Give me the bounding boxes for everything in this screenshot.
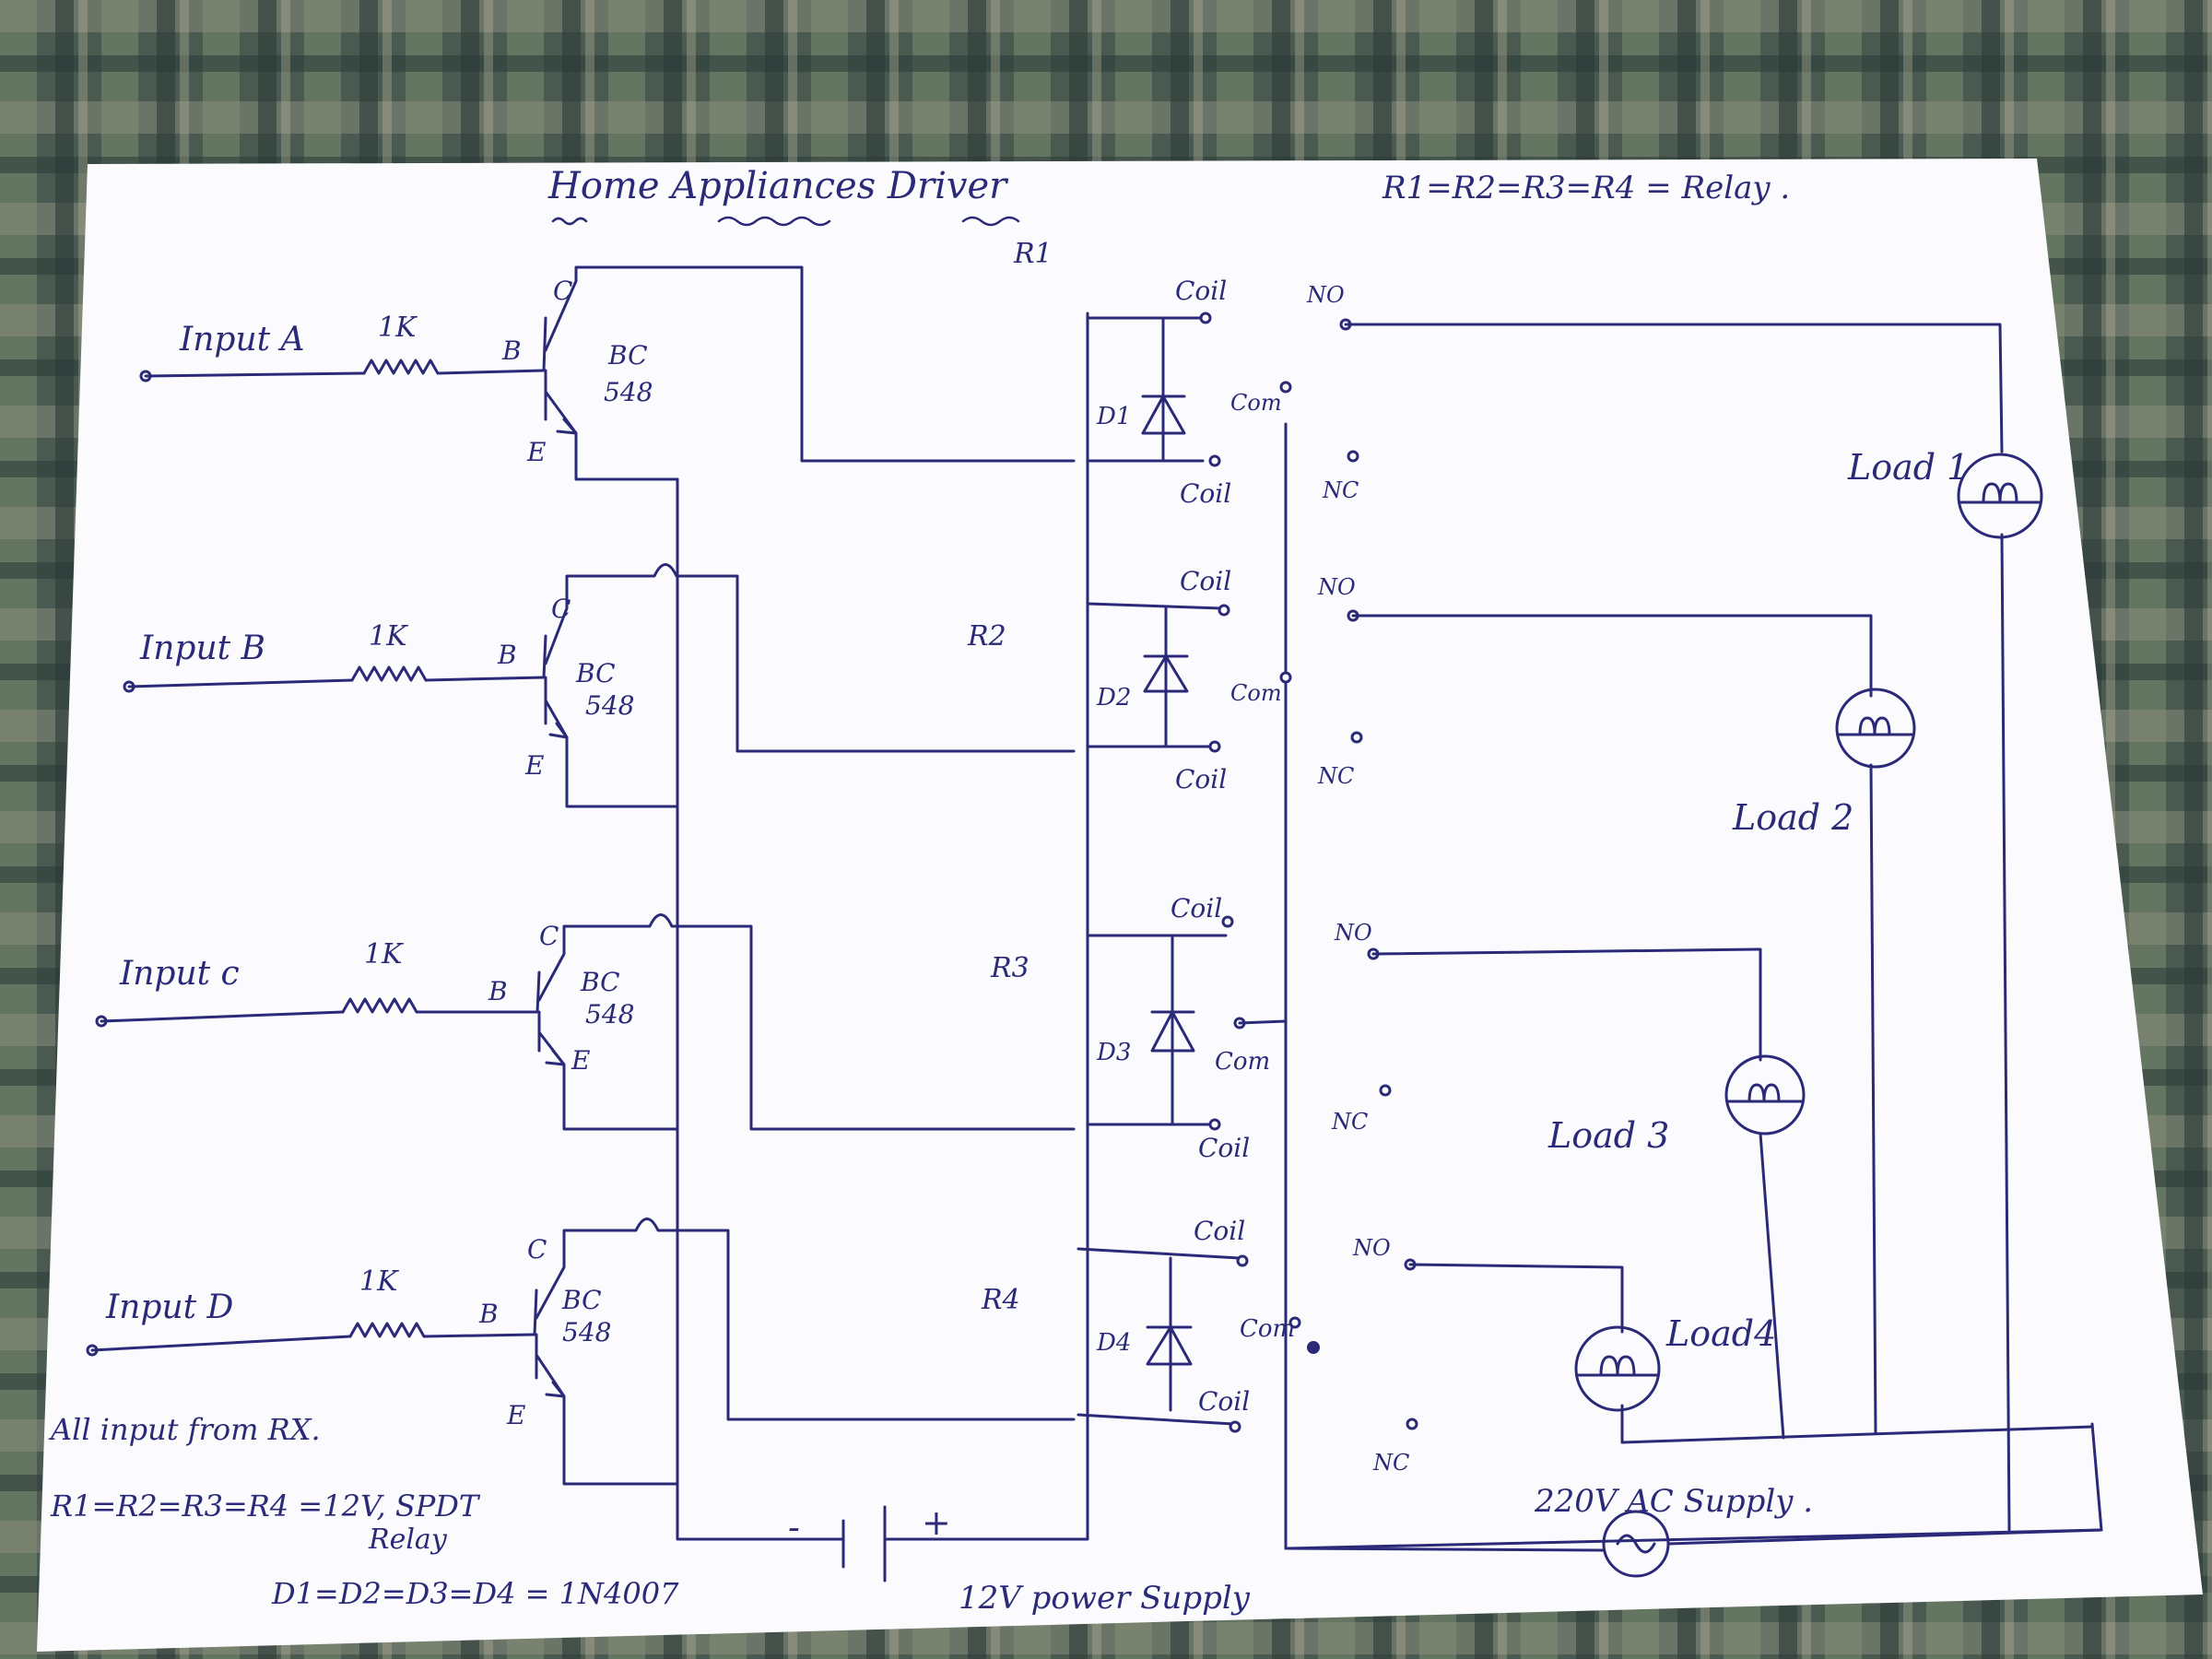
relay-4-nc: NC bbox=[1372, 1450, 1409, 1476]
relay-3-com: Com bbox=[1215, 1048, 1270, 1076]
load-2-wire bbox=[1351, 614, 1877, 1435]
transistor-b-type: BC bbox=[575, 658, 616, 688]
transistor-c-number: 548 bbox=[585, 999, 634, 1030]
header-note: R1=R2=R3=R4 = Relay . bbox=[1382, 170, 1790, 206]
ac-supply-wire bbox=[1284, 1547, 1606, 1552]
input-a-label: Input A bbox=[179, 321, 305, 359]
load-4-wire bbox=[1408, 1263, 2094, 1444]
load-2-label: Load 2 bbox=[1732, 797, 1853, 838]
relay-1: Coil Coil D1 Com NO NC bbox=[1086, 276, 1359, 509]
diode-1-label: D1 bbox=[1096, 403, 1131, 430]
relay-label-r2: R2 bbox=[967, 620, 1006, 653]
base-d-label: B bbox=[478, 1299, 499, 1329]
load-1-wire bbox=[1344, 323, 2011, 1532]
relay-2: Coil Coil D2 Com R2 NO NC bbox=[967, 566, 1363, 794]
load-4-label: Load4 bbox=[1665, 1313, 1776, 1354]
relay-2-coil-bottom: Coil bbox=[1175, 764, 1227, 794]
emitter-b-label: E bbox=[524, 750, 544, 781]
collector-b-label: C bbox=[551, 594, 571, 624]
diode-4-label: D4 bbox=[1096, 1329, 1131, 1357]
ac-source-symbol bbox=[1602, 1510, 2103, 1578]
channel-a: Input A 1K B C E BC 548 bbox=[139, 265, 1076, 481]
diode-2-label: D2 bbox=[1096, 684, 1131, 712]
page-title: Home Appliances Driver bbox=[547, 165, 1009, 207]
base-b-label: B bbox=[497, 640, 517, 670]
collector-c-label: C bbox=[539, 921, 559, 951]
ac-supply-label: 220V AC Supply . bbox=[1534, 1483, 1813, 1520]
emitter-rail bbox=[676, 477, 845, 1541]
relay-1-com: Com bbox=[1230, 390, 1282, 416]
battery-minus-label: - bbox=[788, 1507, 800, 1547]
paper bbox=[37, 159, 2203, 1652]
resistor-a-label: 1K bbox=[378, 312, 418, 344]
diode-3-label: D3 bbox=[1096, 1039, 1131, 1066]
transistor-a-number: 548 bbox=[604, 377, 653, 407]
input-note: All input from RX. bbox=[48, 1412, 321, 1447]
collector-d-label: C bbox=[527, 1234, 547, 1265]
relay-label-r3: R3 bbox=[990, 952, 1030, 984]
relay-3-no: NO bbox=[1334, 920, 1372, 946]
relay-3-nc: NC bbox=[1331, 1109, 1368, 1135]
resistor-d-label: 1K bbox=[359, 1265, 399, 1298]
relay-3-coil-bottom: Coil bbox=[1198, 1133, 1250, 1163]
com-rail bbox=[1284, 422, 2103, 1550]
input-b-label: Input B bbox=[139, 629, 265, 667]
input-c-label: Input c bbox=[119, 955, 240, 993]
relay-spec-line-1: R1=R2=R3=R4 =12V, SPDT bbox=[50, 1488, 481, 1524]
transistor-d-number: 548 bbox=[562, 1317, 611, 1347]
relay-1-no: NO bbox=[1306, 282, 1345, 308]
base-a-label: B bbox=[501, 335, 522, 366]
relay-4: Coil Coil D4 Com R4 NO NC bbox=[981, 1216, 1418, 1476]
relay-2-nc: NC bbox=[1317, 763, 1354, 789]
emitter-c-label: E bbox=[571, 1045, 590, 1076]
relay-1-coil-top: Coil bbox=[1175, 276, 1227, 306]
relay-label-r4: R4 bbox=[981, 1284, 1020, 1316]
relay-spec-line-2: Relay bbox=[368, 1524, 448, 1556]
input-d-label: Input D bbox=[105, 1288, 234, 1326]
load-4-lamp bbox=[1574, 1325, 1661, 1412]
relay-4-com: Com bbox=[1240, 1315, 1295, 1343]
relay-3: Coil Coil D3 Com R3 NO NC bbox=[990, 893, 1392, 1163]
load-3-wire bbox=[1371, 947, 1785, 1440]
collector-a-label: C bbox=[553, 276, 572, 306]
resistor-b-label: 1K bbox=[369, 620, 408, 653]
relay-1-nc: NC bbox=[1322, 477, 1359, 503]
transistor-c-type: BC bbox=[580, 967, 620, 997]
load-3-label: Load 3 bbox=[1547, 1115, 1669, 1156]
battery-plus-label: + bbox=[922, 1502, 951, 1543]
emitter-a-label: E bbox=[526, 437, 546, 467]
load-1-label: Load 1 bbox=[1847, 447, 1969, 488]
relay-2-com: Com bbox=[1230, 680, 1282, 706]
power-supply-label: 12V power Supply bbox=[959, 1580, 1251, 1617]
load-1-lamp bbox=[1957, 453, 2043, 539]
load-3-lamp bbox=[1724, 1054, 1806, 1135]
relay-2-coil-top: Coil bbox=[1180, 566, 1231, 596]
relay-label-r1: R1 bbox=[1013, 238, 1053, 270]
transistor-d-type: BC bbox=[561, 1285, 602, 1315]
channel-d: Input D 1K B C E BC 548 bbox=[86, 1218, 1076, 1486]
channel-c: Input c 1K B C E BC 548 bbox=[95, 913, 1076, 1131]
base-c-label: B bbox=[488, 976, 508, 1006]
relay-1-coil-bottom: Coil bbox=[1180, 478, 1231, 509]
load-2-lamp bbox=[1835, 688, 1916, 769]
positive-rail bbox=[920, 312, 1089, 1541]
transistor-b-number: 548 bbox=[585, 690, 634, 721]
relay-4-no: NO bbox=[1352, 1235, 1391, 1261]
transistor-a-type: BC bbox=[607, 340, 648, 371]
channel-b: Input B 1K B C E BC 548 bbox=[123, 563, 1076, 808]
relay-4-coil-top: Coil bbox=[1194, 1216, 1245, 1246]
diode-spec: D1=D2=D3=D4 = 1N4007 bbox=[271, 1576, 679, 1611]
relay-3-coil-top: Coil bbox=[1171, 893, 1222, 924]
emitter-d-label: E bbox=[506, 1400, 525, 1430]
relay-2-no: NO bbox=[1317, 574, 1356, 600]
relay-4-coil-bottom: Coil bbox=[1198, 1386, 1250, 1417]
resistor-c-label: 1K bbox=[364, 938, 404, 971]
battery-symbol: - + bbox=[788, 1502, 951, 1583]
